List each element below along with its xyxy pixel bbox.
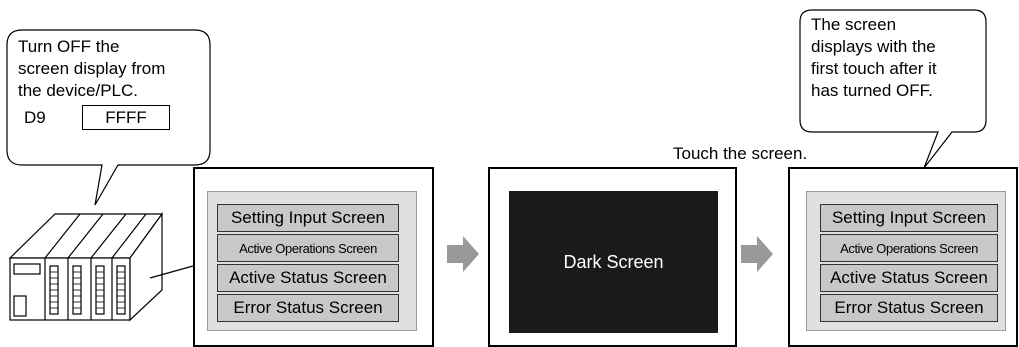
arrow-right-icon (741, 236, 773, 272)
error-status-screen-button[interactable]: Error Status Screen (217, 294, 399, 322)
active-status-screen-button[interactable]: Active Status Screen (820, 264, 998, 292)
touch-panel-3: Setting Input Screen Active Operations S… (788, 167, 1018, 347)
touch-panel-2: Dark Screen (488, 167, 737, 347)
left-bubble-text: Turn OFF the screen display from the dev… (18, 37, 166, 100)
connection-line (149, 265, 194, 279)
device-address-label: D9 (24, 108, 46, 127)
setting-input-screen-button[interactable]: Setting Input Screen (820, 204, 998, 232)
arrow-right-icon (447, 236, 479, 272)
right-speech-bubble (799, 9, 987, 169)
active-operations-screen-button[interactable]: Active Operations Screen (820, 234, 998, 262)
dark-screen[interactable]: Dark Screen (509, 191, 718, 333)
setting-input-screen-button[interactable]: Setting Input Screen (217, 204, 399, 232)
active-status-screen-button[interactable]: Active Status Screen (217, 264, 399, 292)
screen-area: Setting Input Screen Active Operations S… (806, 191, 1006, 331)
device-value-box: FFFF (82, 105, 170, 130)
active-operations-screen-button[interactable]: Active Operations Screen (217, 234, 399, 262)
right-bubble-text: The screen displays with the first touch… (811, 15, 937, 100)
touch-panel-1: Setting Input Screen Active Operations S… (193, 167, 434, 347)
plc-device-icon (8, 212, 164, 322)
dark-screen-label: Dark Screen (563, 251, 664, 272)
screen-area: Setting Input Screen Active Operations S… (207, 191, 417, 331)
touch-screen-label: Touch the screen. (673, 144, 808, 163)
error-status-screen-button[interactable]: Error Status Screen (820, 294, 998, 322)
